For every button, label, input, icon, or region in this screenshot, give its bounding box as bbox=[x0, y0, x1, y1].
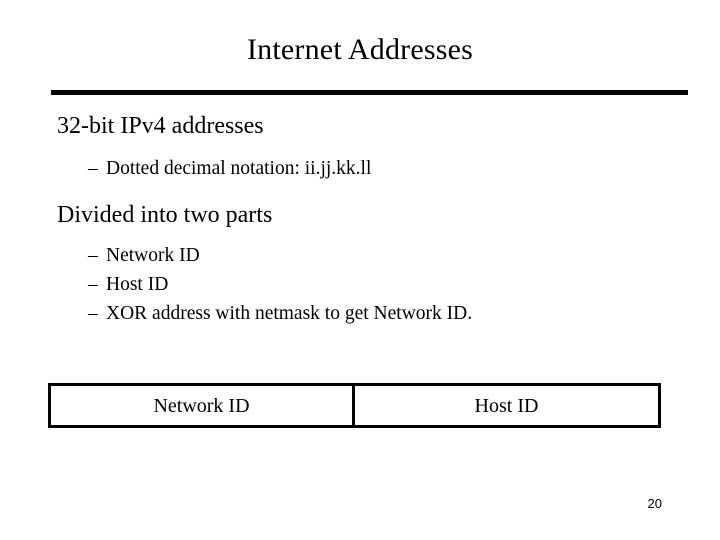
page-number: 20 bbox=[647, 496, 662, 511]
bullet-level1: 32-bit IPv4 addresses bbox=[0, 112, 720, 141]
page-title: Internet Addresses bbox=[246, 33, 474, 66]
title-divider bbox=[51, 90, 688, 95]
diagram-cell-network-id: Network ID bbox=[51, 386, 355, 425]
bullet-level1: Divided into two parts bbox=[0, 201, 720, 230]
dash-marker-icon: – bbox=[88, 245, 98, 266]
bullet-level2: –Network ID bbox=[0, 241, 720, 270]
bullet-level2: –Dotted decimal notation: ii.jj.kk.ll bbox=[0, 154, 720, 183]
bullet-text: Dotted decimal notation: ii.jj.kk.ll bbox=[106, 158, 372, 179]
bullet-level2: –XOR address with netmask to get Network… bbox=[0, 299, 720, 328]
diagram-cell-host-id: Host ID bbox=[355, 386, 658, 425]
bullet-text: XOR address with netmask to get Network … bbox=[106, 303, 473, 324]
dash-marker-icon: – bbox=[88, 158, 98, 179]
spacer bbox=[0, 183, 720, 201]
dash-marker-icon: – bbox=[88, 303, 98, 324]
spacer bbox=[0, 141, 720, 154]
bullet-text: Network ID bbox=[106, 245, 200, 266]
bullet-text: Divided into two parts bbox=[57, 202, 273, 228]
dash-marker-icon: – bbox=[88, 274, 98, 295]
address-format-diagram: Network ID Host ID bbox=[48, 383, 661, 428]
bullet-text: Host ID bbox=[106, 274, 169, 295]
slide-body: 32-bit IPv4 addresses –Dotted decimal no… bbox=[0, 112, 720, 328]
bullet-level2: –Host ID bbox=[0, 270, 720, 299]
spacer bbox=[0, 230, 720, 241]
diagram-cell-label: Network ID bbox=[153, 394, 250, 417]
bullet-text: 32-bit IPv4 addresses bbox=[57, 113, 264, 139]
diagram-cell-label: Host ID bbox=[474, 394, 539, 417]
